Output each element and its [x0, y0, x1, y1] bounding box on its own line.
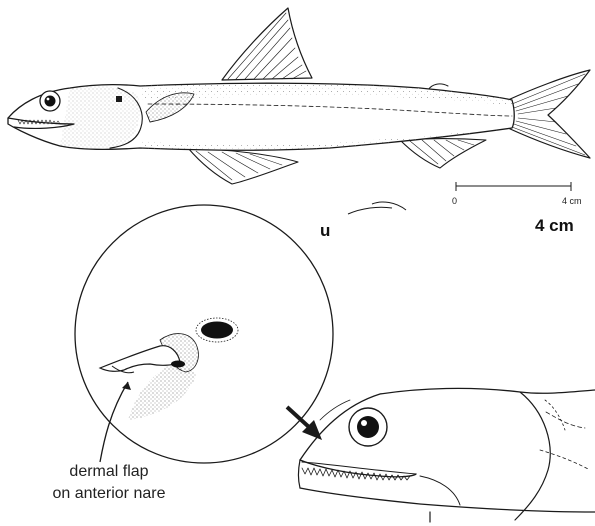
cropped-scale-end-text: 4 cm: [535, 216, 574, 236]
scale-start-label: 0: [452, 196, 457, 206]
dermal-flap-caption: dermal flap on anterior nare: [14, 461, 204, 505]
dorsal-fin: [222, 8, 312, 80]
scale-end-label: 4 cm: [562, 196, 582, 206]
anal-fin: [400, 139, 486, 169]
caption-line-1: dermal flap: [14, 461, 204, 483]
scale-bar: [456, 182, 571, 191]
pelvic-fin: [188, 148, 298, 184]
whole-fish: [8, 8, 590, 184]
caption-line-2: on anterior nare: [14, 483, 204, 505]
magnified-nare-inset: [75, 205, 333, 463]
caudal-fin: [508, 70, 590, 158]
cropped-scale-start-text: u: [320, 221, 330, 241]
enlarged-head: [299, 388, 595, 522]
